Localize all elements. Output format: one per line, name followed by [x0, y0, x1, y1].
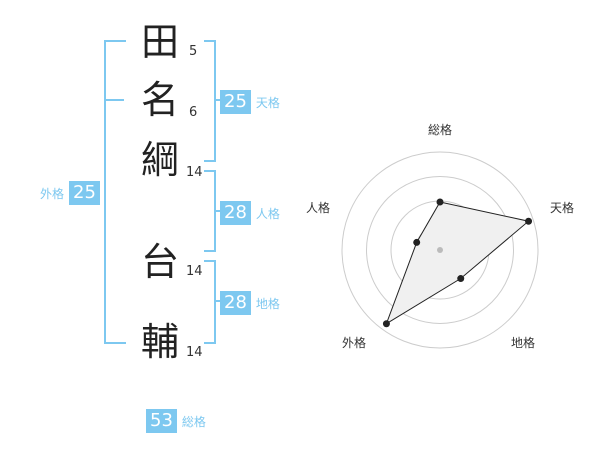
gaikaku-value: 25 — [69, 181, 100, 205]
tenkaku-value: 25 — [220, 90, 251, 114]
soukaku-label: 総格 — [181, 414, 206, 429]
radar-point-top — [436, 198, 444, 206]
chikaku-label: 地格 — [255, 296, 280, 311]
radar-point-right — [525, 217, 533, 225]
jinkaku-badge: 28 人格 — [220, 201, 280, 225]
stroke-count-4: 14 — [186, 264, 203, 279]
stroke-count-5: 14 — [186, 345, 203, 360]
jinkaku-bracket-tick — [214, 210, 222, 212]
tenkaku-bracket — [204, 40, 216, 162]
jinkaku-label: 人格 — [255, 206, 280, 221]
radar-center-dot — [437, 247, 443, 253]
name-char-3: 綱 — [140, 138, 179, 182]
tenkaku-label: 天格 — [255, 95, 280, 110]
soukaku-value: 53 — [146, 409, 177, 433]
soukaku-badge: 53 総格 — [146, 409, 206, 433]
gaikaku-bracket-tick — [104, 99, 124, 101]
radar-ring-2 — [366, 176, 514, 324]
radar-label-top: 総格 — [428, 122, 452, 137]
stroke-count-3: 14 — [186, 165, 203, 180]
radar-point-left — [413, 238, 421, 246]
tenkaku-bracket-tick — [214, 99, 222, 101]
gaikaku-bracket — [104, 40, 126, 344]
radar-label-bottom-right: 地格 — [511, 335, 535, 350]
radar-area — [385, 201, 530, 325]
radar-label-right: 天格 — [550, 200, 574, 215]
gaikaku-label: 外格 — [40, 186, 65, 201]
name-char-4: 台 — [140, 240, 179, 284]
stroke-count-1: 5 — [189, 44, 198, 59]
name-char-1: 田 — [140, 20, 179, 64]
radar-point-bottom-right — [457, 275, 465, 283]
jinkaku-value: 28 — [220, 201, 251, 225]
radar-label-left: 人格 — [306, 200, 330, 215]
tenkaku-badge: 25 天格 — [220, 90, 280, 114]
chikaku-badge: 28 地格 — [220, 291, 280, 315]
name-char-2: 名 — [140, 78, 179, 122]
radar-ring-1 — [341, 151, 539, 349]
chikaku-value: 28 — [220, 291, 251, 315]
gaikaku-badge: 外格 25 — [40, 181, 100, 205]
radar-label-bottom-left: 外格 — [342, 335, 366, 350]
chikaku-bracket-tick — [214, 300, 222, 302]
stroke-count-2: 6 — [189, 105, 198, 120]
radar-point-bottom-left — [382, 320, 390, 328]
name-char-5: 輔 — [140, 320, 179, 364]
chikaku-bracket — [204, 260, 216, 344]
